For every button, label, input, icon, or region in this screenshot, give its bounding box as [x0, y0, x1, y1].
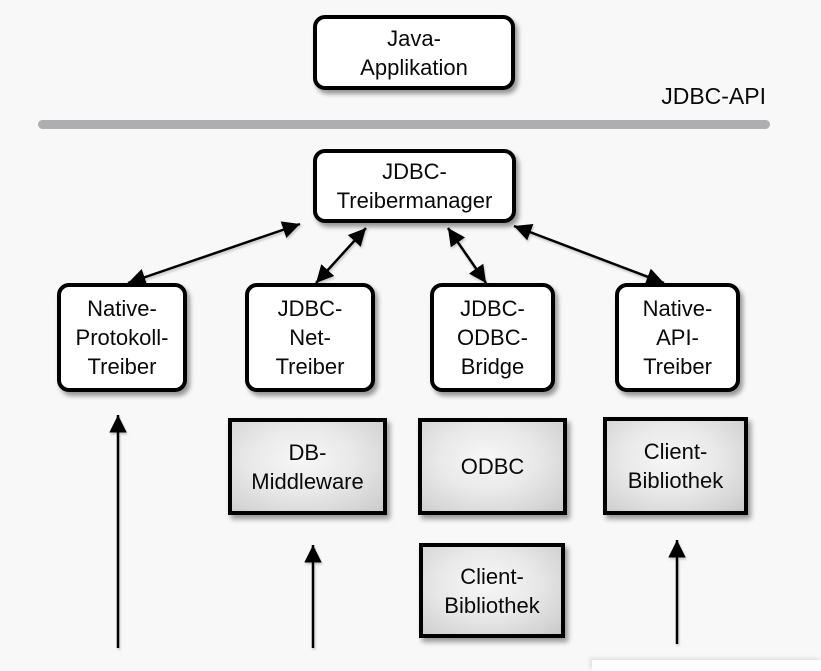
jdbc-api-label: JDBC-API — [661, 83, 766, 109]
node-db-middleware: DB- Middleware — [228, 418, 387, 515]
node-java-applikation: Java- Applikation — [313, 15, 515, 90]
node-jdbc-odbc-bridge-label: JDBC- ODBC- Bridge — [457, 296, 528, 379]
node-jdbc-odbc-bridge: JDBC- ODBC- Bridge — [430, 283, 555, 392]
node-client-bibliothek-right: Client- Bibliothek — [603, 417, 748, 515]
node-client-bibliothek-bottom-label: Client- Bibliothek — [444, 563, 540, 618]
node-native-protokoll-treiber: Native- Protokoll- Treiber — [57, 283, 187, 392]
node-jdbc-treibermanager: JDBC- Treibermanager — [313, 149, 516, 223]
node-jdbc-net-treiber: JDBC- Net- Treiber — [245, 283, 375, 392]
edge-treibermanager-native-protokoll — [127, 221, 301, 286]
node-odbc: ODBC — [418, 418, 567, 515]
bottom-right-cutoff-box — [592, 660, 821, 671]
node-java-applikation-label: Java- Applikation — [360, 25, 468, 80]
edge-treibermanager-jdbc-odbc — [446, 227, 488, 284]
node-db-middleware-label: DB- Middleware — [251, 439, 364, 494]
node-native-api-treiber: Native- API- Treiber — [615, 283, 740, 392]
edge-treibermanager-native-api — [513, 224, 665, 285]
node-native-api-treiber-label: Native- API- Treiber — [642, 296, 713, 379]
node-odbc-label: ODBC — [460, 454, 525, 479]
edge-treibermanager-jdbc-net — [315, 227, 367, 284]
node-jdbc-net-treiber-label: JDBC- Net- Treiber — [275, 296, 345, 379]
jdbc-api-separator-line — [38, 120, 770, 129]
node-native-protokoll-treiber-label: Native- Protokoll- Treiber — [75, 296, 169, 379]
node-client-bibliothek-bottom: Client- Bibliothek — [419, 543, 565, 638]
node-jdbc-treibermanager-label: JDBC- Treibermanager — [336, 159, 493, 213]
node-client-bibliothek-right-label: Client- Bibliothek — [627, 439, 724, 493]
